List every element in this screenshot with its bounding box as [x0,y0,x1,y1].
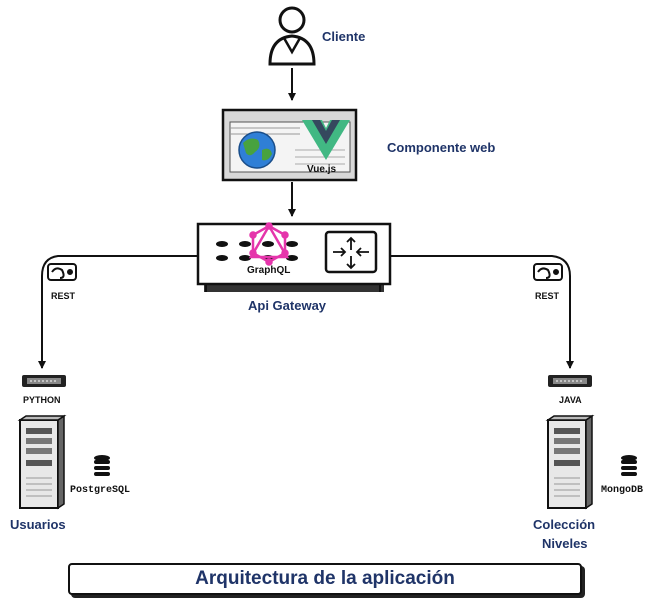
vue-label: Vue.js [307,164,337,175]
graphql-label: GraphQL [247,265,291,276]
connector-right [390,255,574,369]
api-gateway-icon [196,222,392,292]
python-label: PYTHON [23,395,61,405]
router-icon [324,230,378,274]
diagram-title: Arquitectura de la aplicación [195,568,455,589]
user-icon [268,6,316,66]
mongodb-label: MongoDB [601,485,644,496]
rest-right-label: REST [535,291,560,301]
levels-label-line1: Colección [533,517,596,532]
api-gateway-label: Api Gateway [248,298,327,313]
web-component-label: Componente web [387,140,496,155]
server-icon [17,414,67,510]
rack-icon [548,375,592,387]
levels-label-line2: Niveles [542,536,588,551]
diagram-title-banner: Arquitectura de la aplicación [68,563,582,595]
rest-icon [47,263,77,281]
rest-icon [533,263,563,281]
rack-icon [22,375,66,387]
database-icon [94,455,110,476]
java-label: JAVA [559,395,582,405]
users-label: Usuarios [10,517,66,532]
globe-icon [238,131,276,169]
database-icon [621,455,637,476]
vue-logo-icon [302,120,350,160]
client-label: Cliente [322,29,366,44]
connector-left [38,255,198,369]
rest-left-label: REST [51,291,76,301]
server-icon [545,414,595,510]
graphql-logo-icon [248,222,290,266]
postgres-label: PostgreSQL [70,485,131,496]
